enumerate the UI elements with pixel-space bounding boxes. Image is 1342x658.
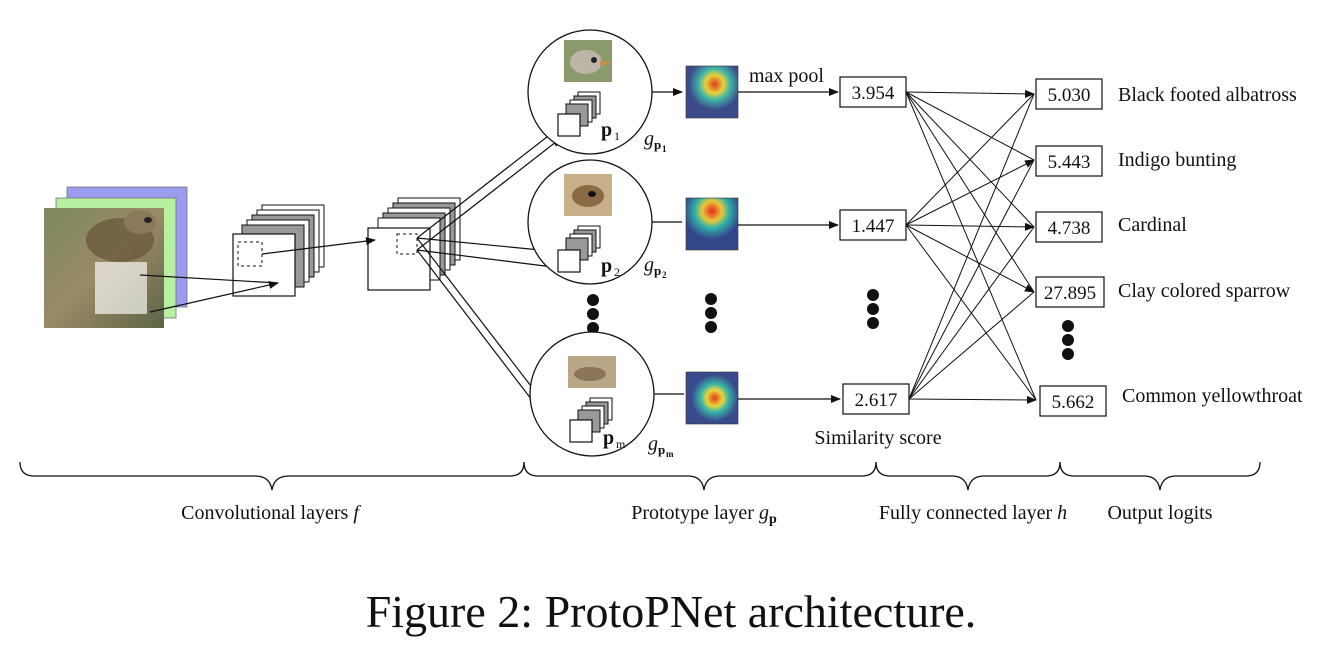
g-1-symbol: g bbox=[644, 128, 654, 150]
activation-heatmap-2 bbox=[685, 197, 739, 251]
stage-braces bbox=[19, 461, 1261, 491]
fully-connected-edges bbox=[905, 89, 1037, 404]
g-2-subscript: p bbox=[654, 263, 661, 278]
g-m-subscript: p bbox=[658, 442, 665, 457]
prototype-unit-2: p 2 g p 2 bbox=[527, 159, 667, 285]
stage-label-output: Output logits bbox=[1107, 502, 1212, 524]
output-logit-3: 4.738 bbox=[1035, 211, 1103, 243]
stage-label-fc: Fully connected layer h bbox=[879, 502, 1067, 524]
g-1-subsubscript: 1 bbox=[662, 144, 667, 154]
output-logit-4: 27.895 bbox=[1035, 276, 1105, 308]
similarity-score-label: Similarity score bbox=[814, 427, 941, 449]
svg-text:5.443: 5.443 bbox=[1048, 152, 1091, 173]
prototype-unit-m: p m g p m bbox=[529, 331, 674, 459]
prototype-ellipsis bbox=[587, 294, 599, 334]
prototype-2-subscript: 2 bbox=[614, 265, 620, 279]
g-2-symbol: g bbox=[644, 254, 654, 276]
svg-text:3.954: 3.954 bbox=[852, 83, 895, 104]
output-logit-5: 5.662 bbox=[1039, 385, 1107, 417]
prototype-2-kernel bbox=[557, 225, 601, 273]
prototype-m-subscript: m bbox=[616, 437, 626, 451]
g-2-subsubscript: 2 bbox=[662, 270, 667, 280]
output-ellipsis bbox=[1062, 320, 1074, 360]
svg-text:2.617: 2.617 bbox=[855, 390, 898, 411]
prototype-1-symbol: p bbox=[601, 119, 612, 141]
svg-text:5.662: 5.662 bbox=[1052, 392, 1095, 413]
svg-text:5.030: 5.030 bbox=[1048, 85, 1091, 106]
prototype-2-symbol: p bbox=[601, 255, 612, 277]
prototype-m-symbol: p bbox=[603, 427, 614, 449]
input-image-stack bbox=[44, 186, 188, 328]
heatmap-ellipsis bbox=[705, 293, 717, 333]
similarity-score-m: 2.617 bbox=[842, 383, 910, 415]
output-logit-1: 5.030 bbox=[1035, 78, 1103, 110]
svg-text:27.895: 27.895 bbox=[1044, 283, 1096, 304]
class-label-1: Black footed albatross bbox=[1118, 84, 1297, 106]
class-label-3: Cardinal bbox=[1118, 214, 1187, 236]
score-ellipsis bbox=[867, 289, 879, 329]
figure-caption: Figure 2: ProtoPNet architecture. bbox=[365, 586, 977, 637]
activation-heatmap-m bbox=[685, 371, 739, 425]
prototype-1-kernel bbox=[557, 91, 601, 137]
class-label-4: Clay colored sparrow bbox=[1118, 280, 1291, 302]
output-logit-2: 5.443 bbox=[1035, 145, 1103, 177]
similarity-score-1: 3.954 bbox=[839, 76, 907, 108]
conv-feature-stack-1 bbox=[232, 204, 325, 297]
activation-heatmap-1 bbox=[685, 65, 739, 119]
class-label-2: Indigo bunting bbox=[1118, 149, 1236, 171]
similarity-score-2: 1.447 bbox=[839, 209, 907, 241]
prototype-m-kernel bbox=[569, 397, 613, 443]
svg-text:4.738: 4.738 bbox=[1048, 218, 1091, 239]
g-m-symbol: g bbox=[648, 433, 658, 455]
g-1-subscript: p bbox=[654, 137, 661, 152]
prototype-1-subscript: 1 bbox=[614, 129, 620, 143]
max-pool-label: max pool bbox=[749, 65, 824, 87]
stage-label-prototype: Prototype layer gp bbox=[631, 502, 777, 527]
input-patch bbox=[95, 262, 147, 314]
svg-text:1.447: 1.447 bbox=[852, 216, 895, 237]
class-label-5: Common yellowthroat bbox=[1122, 385, 1303, 407]
prototype-unit-1: p 1 g p 1 bbox=[527, 29, 667, 155]
g-m-subsubscript: m bbox=[666, 449, 674, 459]
stage-label-conv: Convolutional layers f bbox=[181, 502, 361, 524]
